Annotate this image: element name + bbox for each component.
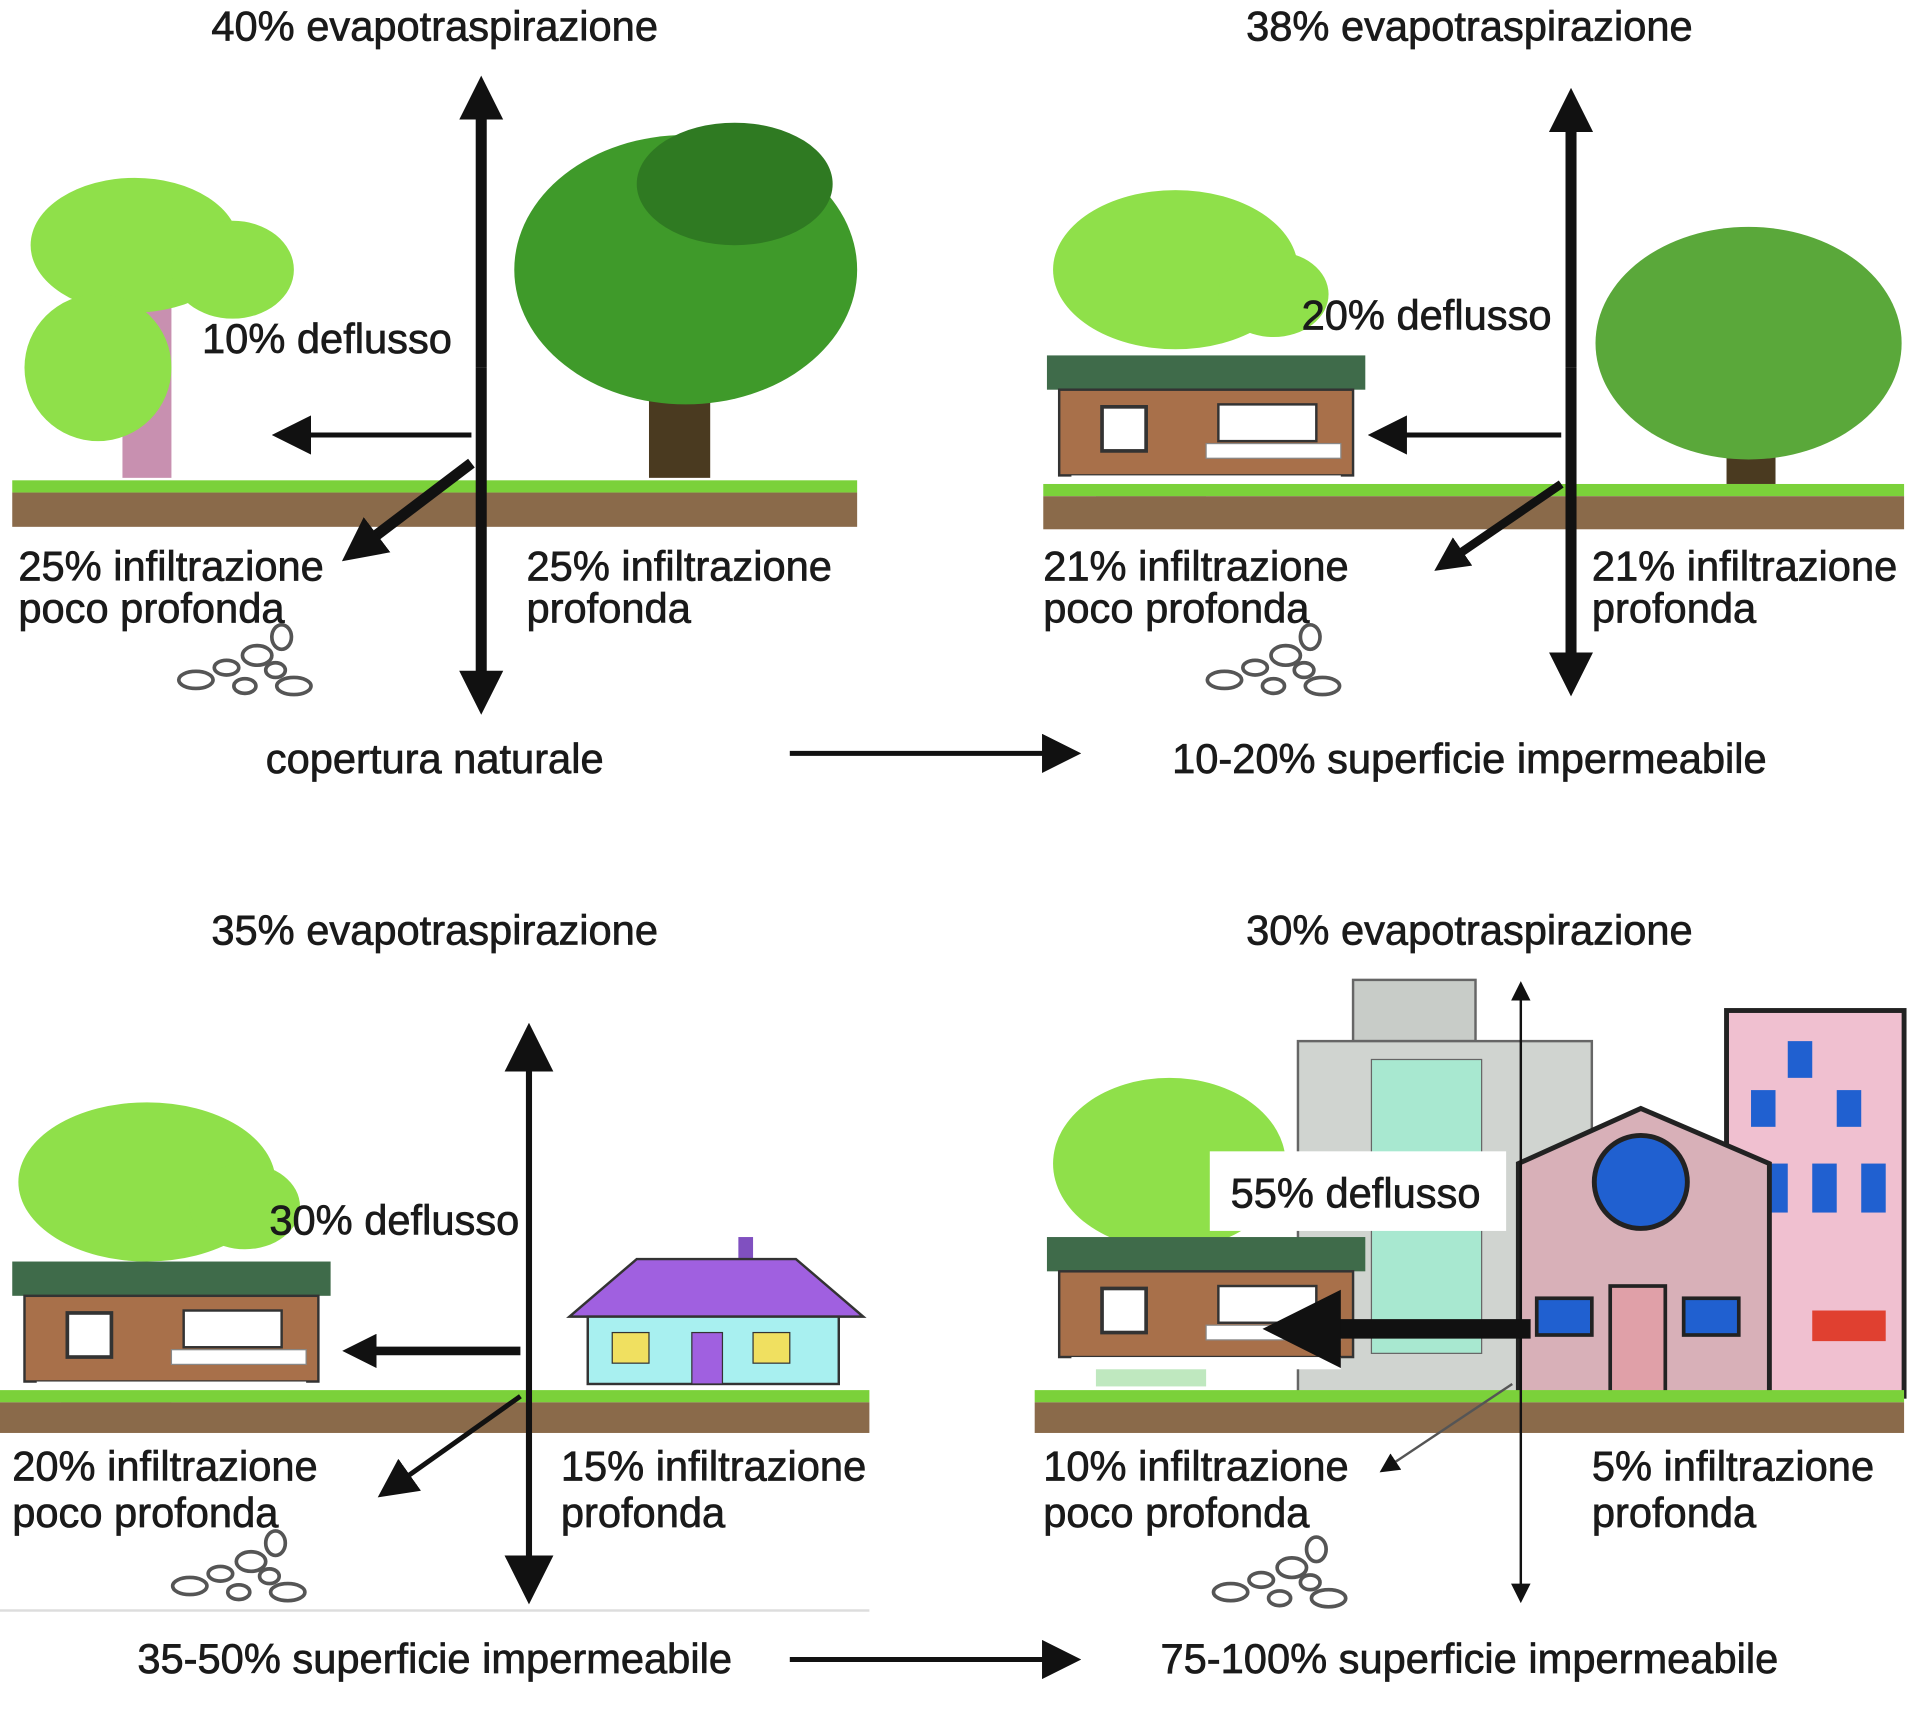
light-tree-icon [18, 1102, 300, 1262]
shallow-infiltration-label: 25% infiltrazione [18, 543, 323, 590]
evapotranspiration-label: 40% evapotraspirazione [211, 3, 658, 50]
panel-caption: 35-50% superficie impermeabile [137, 1635, 732, 1682]
light-tree-icon [24, 177, 294, 478]
house-icon [1045, 1235, 1368, 1389]
panel-caption: 10-20% superficie impermeabile [1172, 735, 1767, 782]
panel-10-20-impervious: 38% evapotraspirazione 20% deflusso 21% … [1043, 2, 1905, 782]
shallow-infiltration-sublabel: poco profonda [18, 584, 285, 631]
deep-infiltration-sublabel: profonda [561, 1489, 726, 1536]
panel-75-100-impervious: 30% evapotraspirazione 55% d [1034, 906, 1907, 1682]
soil-strip [1043, 496, 1905, 530]
evapotranspiration-label: 35% evapotraspirazione [211, 906, 658, 953]
deep-infiltration-label: 5% infiltrazione [1592, 1443, 1874, 1490]
dark-tree-icon [1595, 226, 1902, 484]
panel-natural-cover: 40% evapotraspirazione 10% deflusso 25% … [12, 2, 858, 782]
house-icon [1045, 353, 1368, 507]
deep-infiltration-label: 15% infiltrazione [561, 1443, 866, 1490]
shallow-infiltration-label: 21% infiltrazione [1043, 543, 1348, 590]
shallow-infiltration-sublabel: poco profonda [1043, 584, 1310, 631]
panel-caption: 75-100% superficie impermeabile [1161, 1635, 1779, 1682]
runoff-label: 10% deflusso [202, 315, 452, 362]
runoff-label: 20% deflusso [1302, 292, 1552, 339]
soil-strip [0, 1402, 870, 1433]
house-icon [10, 1259, 333, 1413]
soil-strip [12, 492, 858, 527]
shallow-infiltration-arrow [1434, 480, 1564, 571]
shallow-infiltration-label: 10% infiltrazione [1043, 1443, 1348, 1490]
grass-strip [1034, 1390, 1905, 1403]
purple-house-icon [566, 1237, 867, 1386]
deep-infiltration-label: 25% infiltrazione [527, 543, 832, 590]
grass-strip [1043, 483, 1905, 497]
dark-tree-icon [514, 122, 858, 478]
panel-35-50-impervious: 35% evapotraspirazione 30% deflusso 20% … [0, 906, 870, 1682]
pink-building-icon [1515, 1008, 1907, 1399]
pebbles-icon [170, 1529, 307, 1603]
runoff-label: 30% deflusso [269, 1197, 519, 1244]
runoff-label: 55% deflusso [1231, 1170, 1481, 1217]
evapotranspiration-label: 38% evapotraspirazione [1246, 3, 1693, 50]
pebbles-icon [1205, 622, 1342, 697]
runoff-label-box [1209, 1151, 1507, 1231]
panel-caption: copertura naturale [266, 735, 604, 782]
pebbles-icon [176, 622, 313, 697]
shallow-infiltration-arrow [341, 458, 475, 562]
grass-strip [0, 1390, 870, 1403]
soil-strip [1034, 1402, 1905, 1433]
light-tree-icon [1053, 190, 1329, 350]
evapotranspiration-label: 30% evapotraspirazione [1246, 906, 1693, 953]
shallow-infiltration-arrow [1379, 1382, 1513, 1473]
pebbles-icon [1211, 1535, 1348, 1609]
deep-infiltration-sublabel: profonda [1592, 584, 1757, 631]
deep-infiltration-label: 21% infiltrazione [1592, 543, 1897, 590]
shallow-infiltration-sublabel: poco profonda [12, 1489, 279, 1536]
deep-infiltration-sublabel: profonda [1592, 1489, 1757, 1536]
shallow-infiltration-arrow [377, 1394, 522, 1498]
shallow-infiltration-label: 20% infiltrazione [12, 1443, 317, 1490]
deep-infiltration-sublabel: profonda [527, 584, 692, 631]
shallow-infiltration-sublabel: poco profonda [1043, 1489, 1310, 1536]
